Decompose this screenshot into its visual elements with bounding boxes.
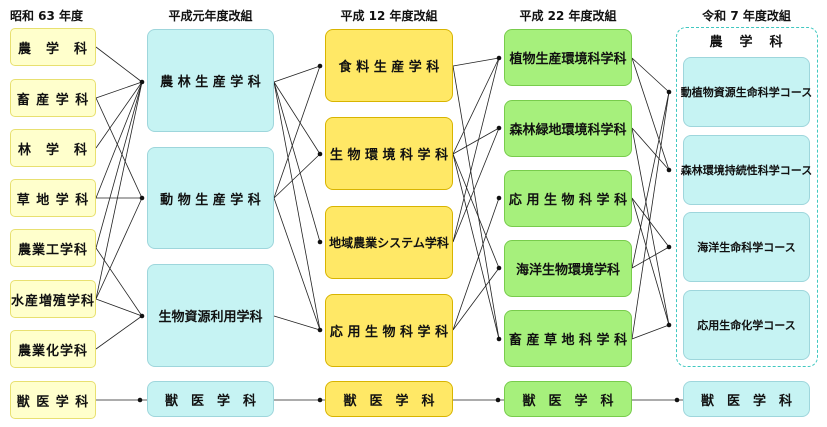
connector-dot <box>496 265 502 271</box>
connector-line <box>95 81 143 199</box>
connector-dot <box>317 327 323 333</box>
connector-line <box>95 81 143 149</box>
dept-souchi-s63: 草 地 学 科 <box>10 179 96 217</box>
connector-line <box>631 57 670 171</box>
connector-line <box>452 57 500 243</box>
connector-line <box>95 97 143 199</box>
connector-dot <box>317 63 323 69</box>
connector-line <box>273 81 321 243</box>
connector-line <box>273 65 321 83</box>
dept-juui-h12: 獣 医 学 科 <box>325 381 453 417</box>
connector-line <box>95 81 143 249</box>
connector-line <box>631 127 670 171</box>
connector-line <box>631 324 670 340</box>
connector-line <box>95 81 143 300</box>
connector-dot <box>496 336 502 342</box>
header-reiwa-7: 令和 7 年度改組 <box>702 9 791 23</box>
dept-nourin-seisan-h1: 農 林 生 産 学 科 <box>147 29 274 132</box>
dept-shinrin-ryokuchi-h22: 森林緑地環境科学科 <box>504 100 632 157</box>
connector-line <box>95 298 143 317</box>
connector-dot <box>137 397 143 403</box>
dept-chikusan-s63: 畜 産 学 科 <box>10 79 96 117</box>
header-heisei-1: 平成元年度改組 <box>168 9 253 23</box>
nougaku-group-frame <box>676 27 818 367</box>
header-showa-63: 昭和 63 年度 <box>10 9 84 23</box>
connector-dot <box>496 55 502 61</box>
dept-seibutsu-shigen-h1: 生物資源利用学科 <box>147 264 274 367</box>
connector-line <box>273 81 321 155</box>
connector-line <box>273 65 321 199</box>
connector-line <box>631 91 670 340</box>
connector-line <box>631 91 670 269</box>
connector-line <box>273 315 321 331</box>
header-heisei-22: 平成 22 年度改組 <box>519 9 617 23</box>
dept-shokubutsu-seisan-h22: 植物生産環境科学科 <box>504 29 632 86</box>
dept-kaiyou-seibutsu-h22: 海洋生物環境学科 <box>504 240 632 297</box>
connector-line <box>273 81 321 331</box>
course-doushokubutsu-r7: 動植物資源生命科学コース <box>681 57 812 127</box>
connector-dot <box>139 313 145 319</box>
connector-line <box>452 197 500 331</box>
dept-chikusan-souchi-h22: 畜 産 草 地 科 学 科 <box>504 310 632 367</box>
connector-line <box>452 153 500 340</box>
connector-dot <box>317 239 323 245</box>
header-heisei-12: 平成 12 年度改組 <box>340 9 438 23</box>
connector-line <box>631 246 670 269</box>
connector-dot <box>317 151 323 157</box>
dept-nougyou-kougaku-s63: 農業工学科 <box>10 229 96 267</box>
connector-dot <box>666 89 672 95</box>
connector-dot <box>674 397 680 403</box>
dept-doubutsu-seisan-h1: 動 物 生 産 学 科 <box>147 147 274 249</box>
connector-line <box>273 197 321 331</box>
course-shinrin-kankyou-r7: 森林環境持続性科学コース <box>681 135 812 205</box>
dept-ouyou-seibutsu-h22: 応 用 生 物 科 学 科 <box>504 170 632 227</box>
dept-ouyou-seibutsu-h12: 応 用 生 物 科 学 科 <box>325 294 453 367</box>
dept-shokuryou-seisan-h12: 食 料 生 産 学 科 <box>325 29 453 102</box>
nougaku-group-label: 農 学 科 <box>709 35 785 50</box>
connector-line <box>452 57 500 67</box>
connector-dot <box>666 167 672 173</box>
connector-line <box>452 153 500 269</box>
connector-line <box>95 81 143 99</box>
dept-ringaku-s63: 林 学 科 <box>10 129 96 167</box>
dept-suisan-zoushoku-s63: 水産増殖学科 <box>10 280 96 318</box>
connector-line <box>631 197 670 326</box>
connector-line <box>631 57 670 93</box>
connector-dot <box>666 322 672 328</box>
course-ouyou-seimei-r7: 応用生命化学コース <box>683 290 810 360</box>
dept-juui-s63: 獣 医 学 科 <box>10 381 96 419</box>
dept-seibutsu-kankyou-h12: 生 物 環 境 科 学 科 <box>325 117 453 190</box>
connector-line <box>452 57 500 155</box>
dept-nougaku-s63: 農 学 科 <box>10 28 96 66</box>
connector-line <box>273 153 321 199</box>
connector-dot <box>139 195 145 201</box>
course-kaiyou-seimei-r7: 海洋生命科学コース <box>683 212 810 282</box>
dept-juui-r7: 獣 医 学 科 <box>683 381 810 417</box>
connector-dot <box>496 195 502 201</box>
connector-dot <box>666 244 672 250</box>
connector-line <box>452 127 500 155</box>
connector-line <box>452 127 500 243</box>
dept-juui-h22: 獣 医 学 科 <box>504 381 632 417</box>
connector-line <box>452 65 500 340</box>
connector-dot <box>139 79 145 85</box>
connector-line <box>95 197 143 300</box>
dept-chiiki-nougyou-h12: 地域農業システム学科 <box>325 206 453 279</box>
connector-line <box>452 267 500 331</box>
dept-nougyou-kagaku-s63: 農業化学科 <box>10 330 96 368</box>
connector-line <box>631 197 670 248</box>
dept-juui-h1: 獣 医 学 科 <box>147 381 274 417</box>
connector-line <box>95 46 143 83</box>
connector-dot <box>495 397 501 403</box>
connector-line <box>631 127 670 326</box>
connector-dot <box>496 125 502 131</box>
connector-line <box>95 315 143 350</box>
connector-dot <box>317 397 323 403</box>
connector-line <box>95 247 143 317</box>
